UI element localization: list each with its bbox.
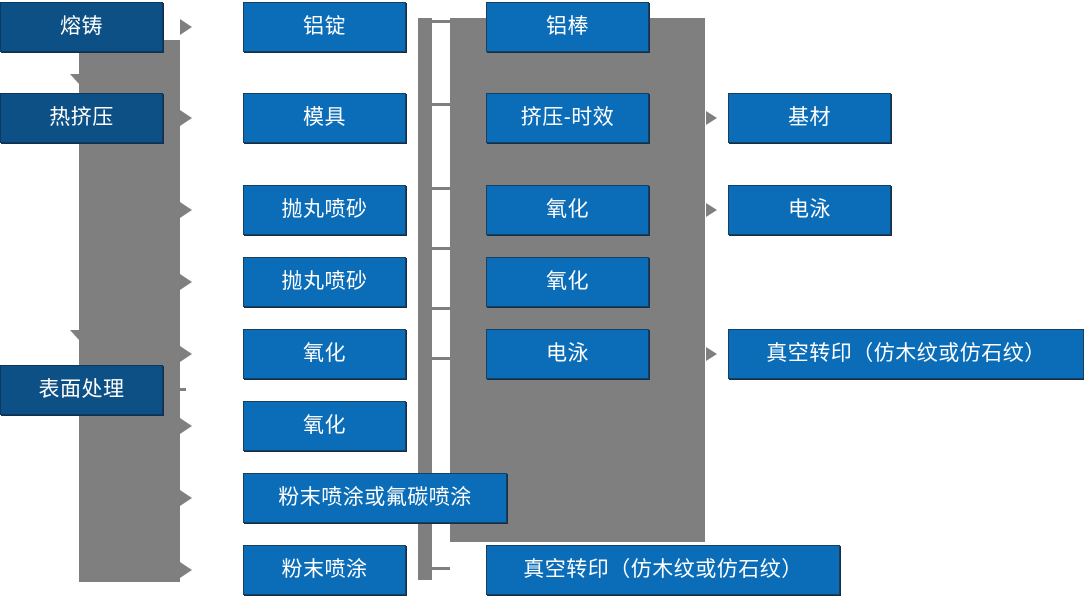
material-box-oxidation-1[interactable]: 氧化 <box>243 329 406 379</box>
stage-box-melting[interactable]: 熔铸 <box>0 2 163 52</box>
arrow-to-mat-shotblast-2 <box>180 274 192 290</box>
connector-tick-2 <box>432 103 450 106</box>
connector-tick-5 <box>432 307 450 310</box>
arrow-to-mat-oxidation-2 <box>180 418 192 434</box>
arrow-to-mat-mold <box>180 110 192 126</box>
process-box-vacuum-transfer[interactable]: 真空转印（仿木纹或仿石纹） <box>486 545 840 595</box>
material-box-shotblast-1[interactable]: 抛丸喷砂 <box>243 185 406 235</box>
connector-stub-surface <box>164 388 186 391</box>
material-box-oxidation-2[interactable]: 氧化 <box>243 401 406 451</box>
arrow-to-out-electro <box>706 203 717 217</box>
arrow-down-extrusion-to-surface <box>70 330 88 340</box>
stage-box-surface[interactable]: 表面处理 <box>0 365 163 415</box>
process-box-oxidation-1[interactable]: 氧化 <box>486 185 649 235</box>
output-box-substrate[interactable]: 基材 <box>728 93 891 143</box>
connector-tick-3 <box>432 187 450 190</box>
material-box-mold[interactable]: 模具 <box>243 93 406 143</box>
material-box-ingot[interactable]: 铝锭 <box>243 2 406 52</box>
arrow-to-mat-oxidation-1 <box>180 346 192 362</box>
output-box-electrophoresis[interactable]: 电泳 <box>728 185 891 235</box>
arrow-to-mat-shotblast-1 <box>180 202 192 218</box>
process-box-extrude-aging[interactable]: 挤压-时效 <box>486 93 649 143</box>
arrow-to-mat-powder-fluor <box>180 490 192 506</box>
process-box-oxidation-2[interactable]: 氧化 <box>486 257 649 307</box>
process-box-electrophoresis[interactable]: 电泳 <box>486 329 649 379</box>
material-box-powder-fluorocarbon[interactable]: 粉末喷涂或氟碳喷涂 <box>243 473 507 523</box>
material-box-shotblast-2[interactable]: 抛丸喷砂 <box>243 257 406 307</box>
arrow-to-out-substrate <box>706 111 717 125</box>
process-box-bar[interactable]: 铝棒 <box>486 2 649 52</box>
arrow-to-mat-ingot <box>180 19 192 35</box>
stage-box-extrusion[interactable]: 热挤压 <box>0 93 163 143</box>
connector-bar-mid <box>418 18 432 580</box>
arrow-to-mat-powder <box>180 562 192 578</box>
arrow-down-melting-to-extrusion <box>70 74 88 84</box>
material-box-powder[interactable]: 粉末喷涂 <box>243 545 406 595</box>
connector-tick-1 <box>418 20 450 23</box>
connector-tick-7 <box>432 567 450 570</box>
output-box-vacuum-transfer[interactable]: 真空转印（仿木纹或仿石纹） <box>728 329 1084 379</box>
arrow-to-out-vacuum <box>706 347 717 361</box>
connector-tick-4 <box>432 247 450 250</box>
connector-tick-6 <box>418 357 450 360</box>
